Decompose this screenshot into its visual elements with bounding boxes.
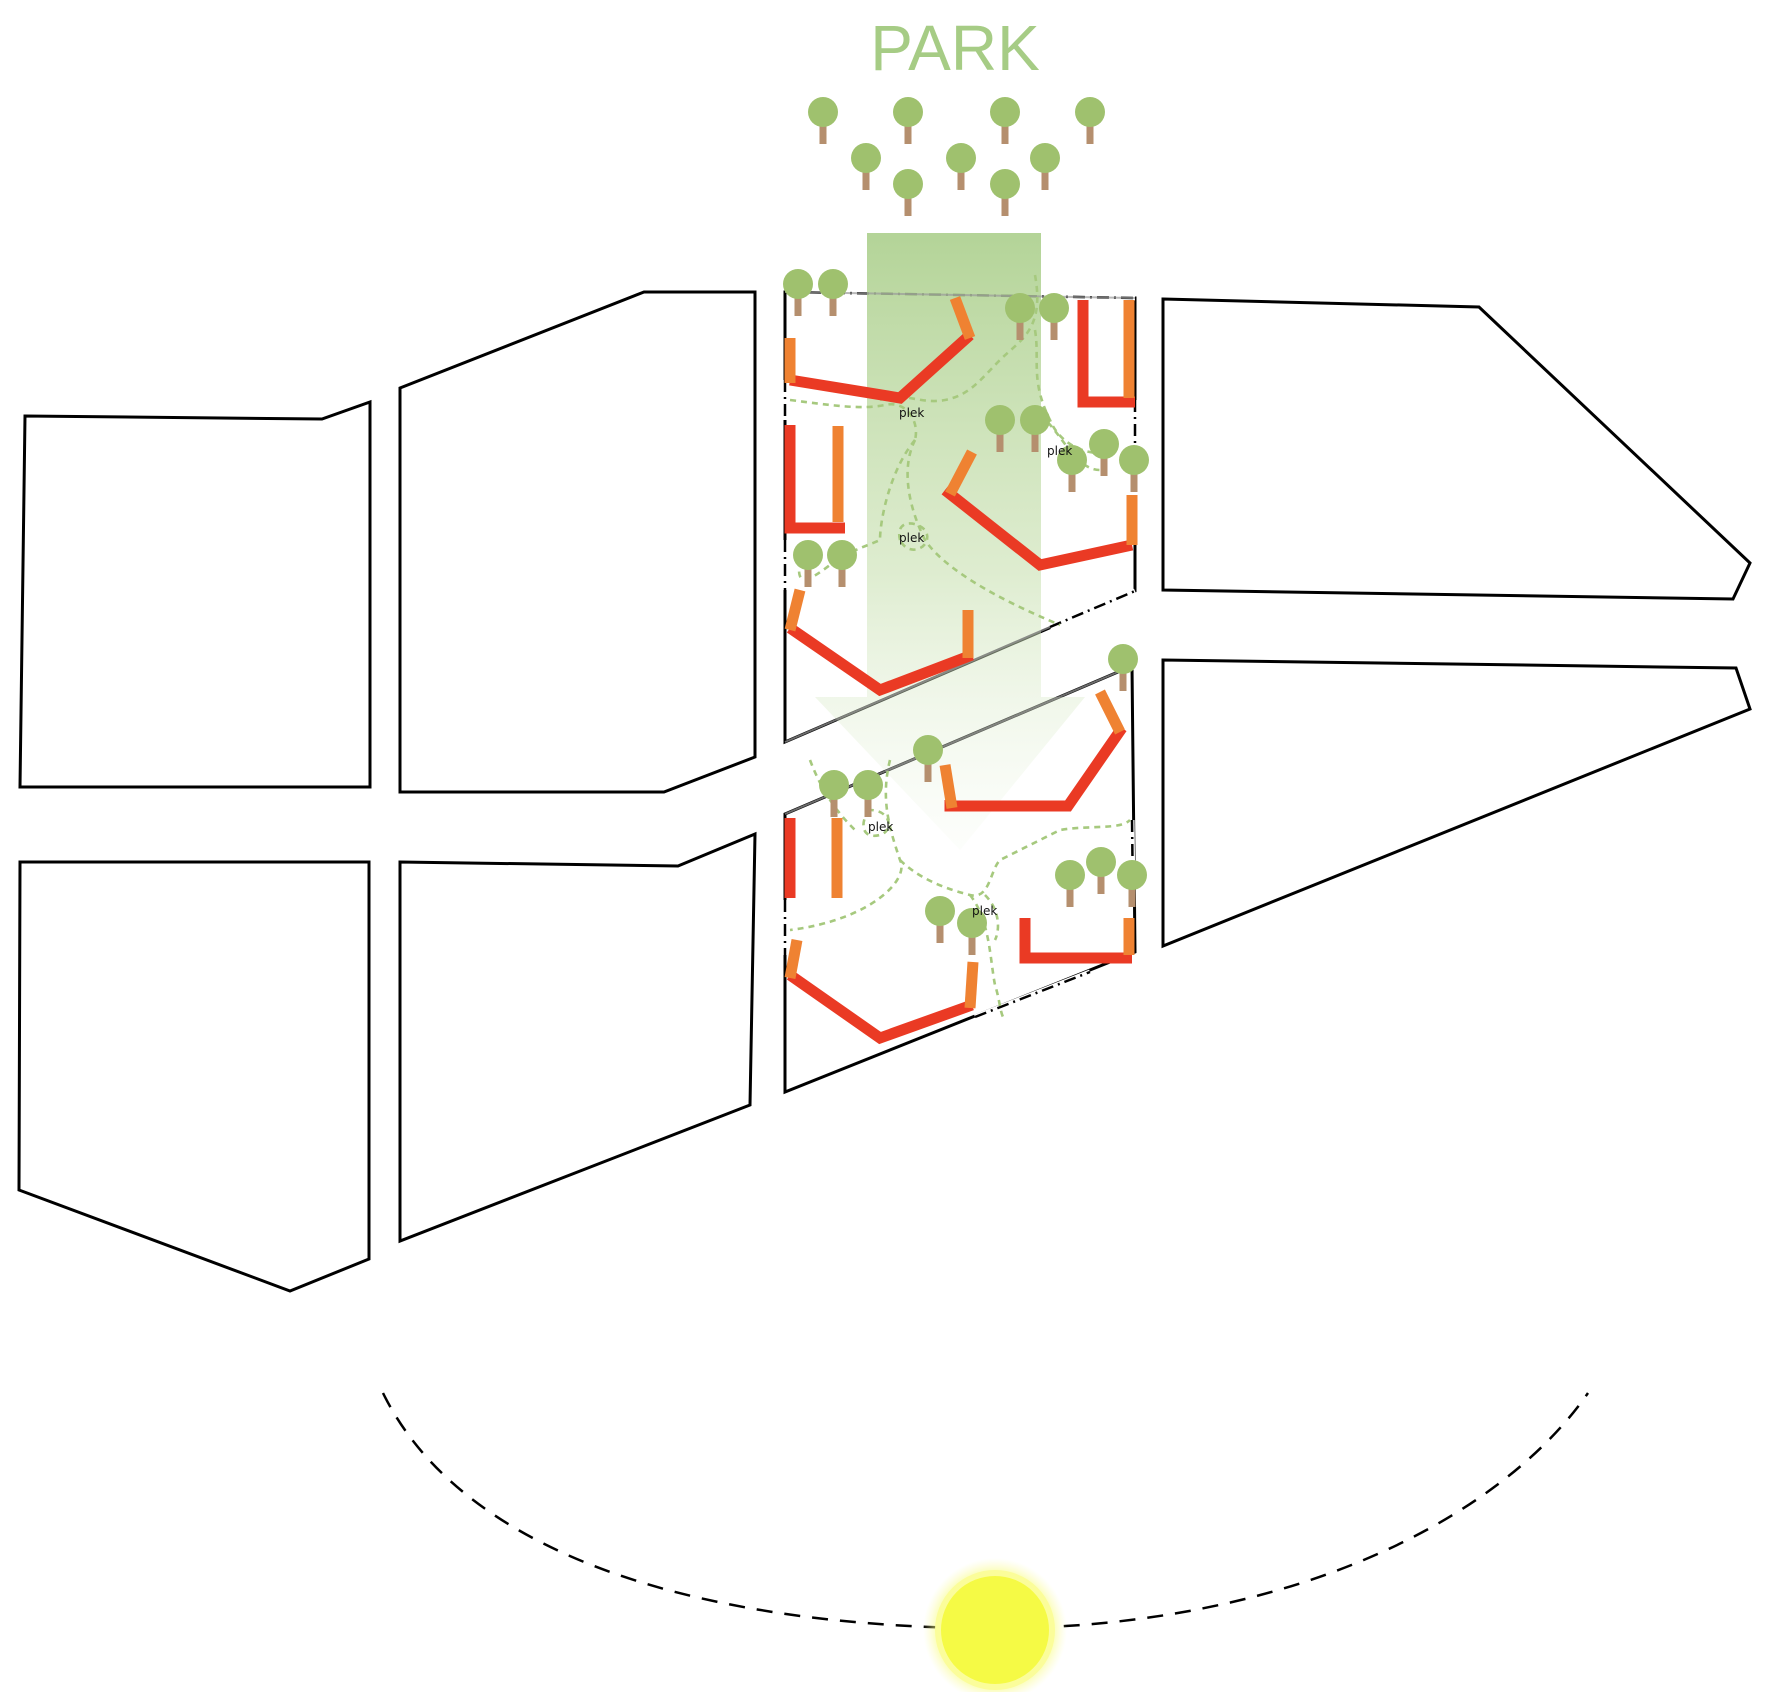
tree-icon <box>818 269 848 316</box>
tree-icon <box>827 540 857 587</box>
block-east-upper <box>1161 297 1752 601</box>
tree-icon <box>1055 860 1085 907</box>
wall-orange-9 <box>939 764 958 809</box>
tree-icon <box>1030 143 1060 190</box>
plek-label: plek <box>868 820 893 834</box>
park-flow-arrow <box>815 233 1085 850</box>
block-west-lower <box>17 860 371 1293</box>
plek-label: plek <box>1047 444 1072 458</box>
arrow-down-icon <box>815 233 1085 850</box>
wall-orange-10 <box>1095 689 1125 735</box>
wall-red-2 <box>1077 300 1135 408</box>
plek-label: plek <box>972 904 997 918</box>
wall-orange-13 <box>784 939 803 979</box>
wall-orange-5 <box>945 449 977 497</box>
block-west-upper <box>18 399 372 789</box>
tree-icon <box>985 405 1015 452</box>
wall-orange-2 <box>949 296 976 340</box>
tree-icon <box>1039 293 1069 340</box>
tree-icon <box>1119 445 1149 492</box>
tree-icon <box>853 770 883 817</box>
open-edge-south-2 <box>974 970 1091 1019</box>
tree-icon <box>819 770 849 817</box>
tree-icon <box>1005 293 1035 340</box>
tree-icon <box>1020 405 1050 452</box>
block-west-mid-upper <box>398 290 757 794</box>
site-trees <box>783 269 1149 955</box>
wall-red-4 <box>941 485 1134 571</box>
open-edge-south-1 <box>1049 589 1136 629</box>
tree-icon <box>1108 644 1138 691</box>
tree-icon <box>990 169 1020 216</box>
plek-label: plek <box>899 531 924 545</box>
tree-icon <box>957 908 987 955</box>
plek-label: plek <box>899 406 924 420</box>
tree-icon <box>783 269 813 316</box>
wall-red-1 <box>789 330 974 404</box>
tree-icon <box>1057 445 1087 492</box>
tree-icon <box>808 97 838 144</box>
wall-red-3 <box>784 425 845 534</box>
tree-icon <box>1089 429 1119 476</box>
wall-red-9 <box>786 970 974 1045</box>
park-trees <box>808 97 1105 216</box>
tree-icon <box>893 169 923 216</box>
tree-icon <box>793 540 823 587</box>
wall-orange-7 <box>784 588 806 632</box>
block-east-lower <box>1161 658 1752 949</box>
wall-orange-14 <box>964 961 979 1009</box>
building-walls <box>784 296 1138 1045</box>
tree-icon <box>913 735 943 782</box>
tree-icon <box>1117 860 1147 907</box>
wall-red-8 <box>1019 918 1132 964</box>
tree-icon <box>946 143 976 190</box>
wall-red-5 <box>786 623 974 697</box>
sun-icon <box>923 1558 1067 1692</box>
tree-icon <box>1075 97 1105 144</box>
tree-icon <box>1086 847 1116 894</box>
tree-icon <box>893 97 923 144</box>
tree-icon <box>990 97 1020 144</box>
block-west-mid-lower <box>398 831 757 1244</box>
tree-icon <box>851 143 881 190</box>
tree-icon <box>925 896 955 943</box>
park-title: PARK <box>870 12 1040 84</box>
plek-labels: plek plek plek plek plek <box>868 406 1072 918</box>
